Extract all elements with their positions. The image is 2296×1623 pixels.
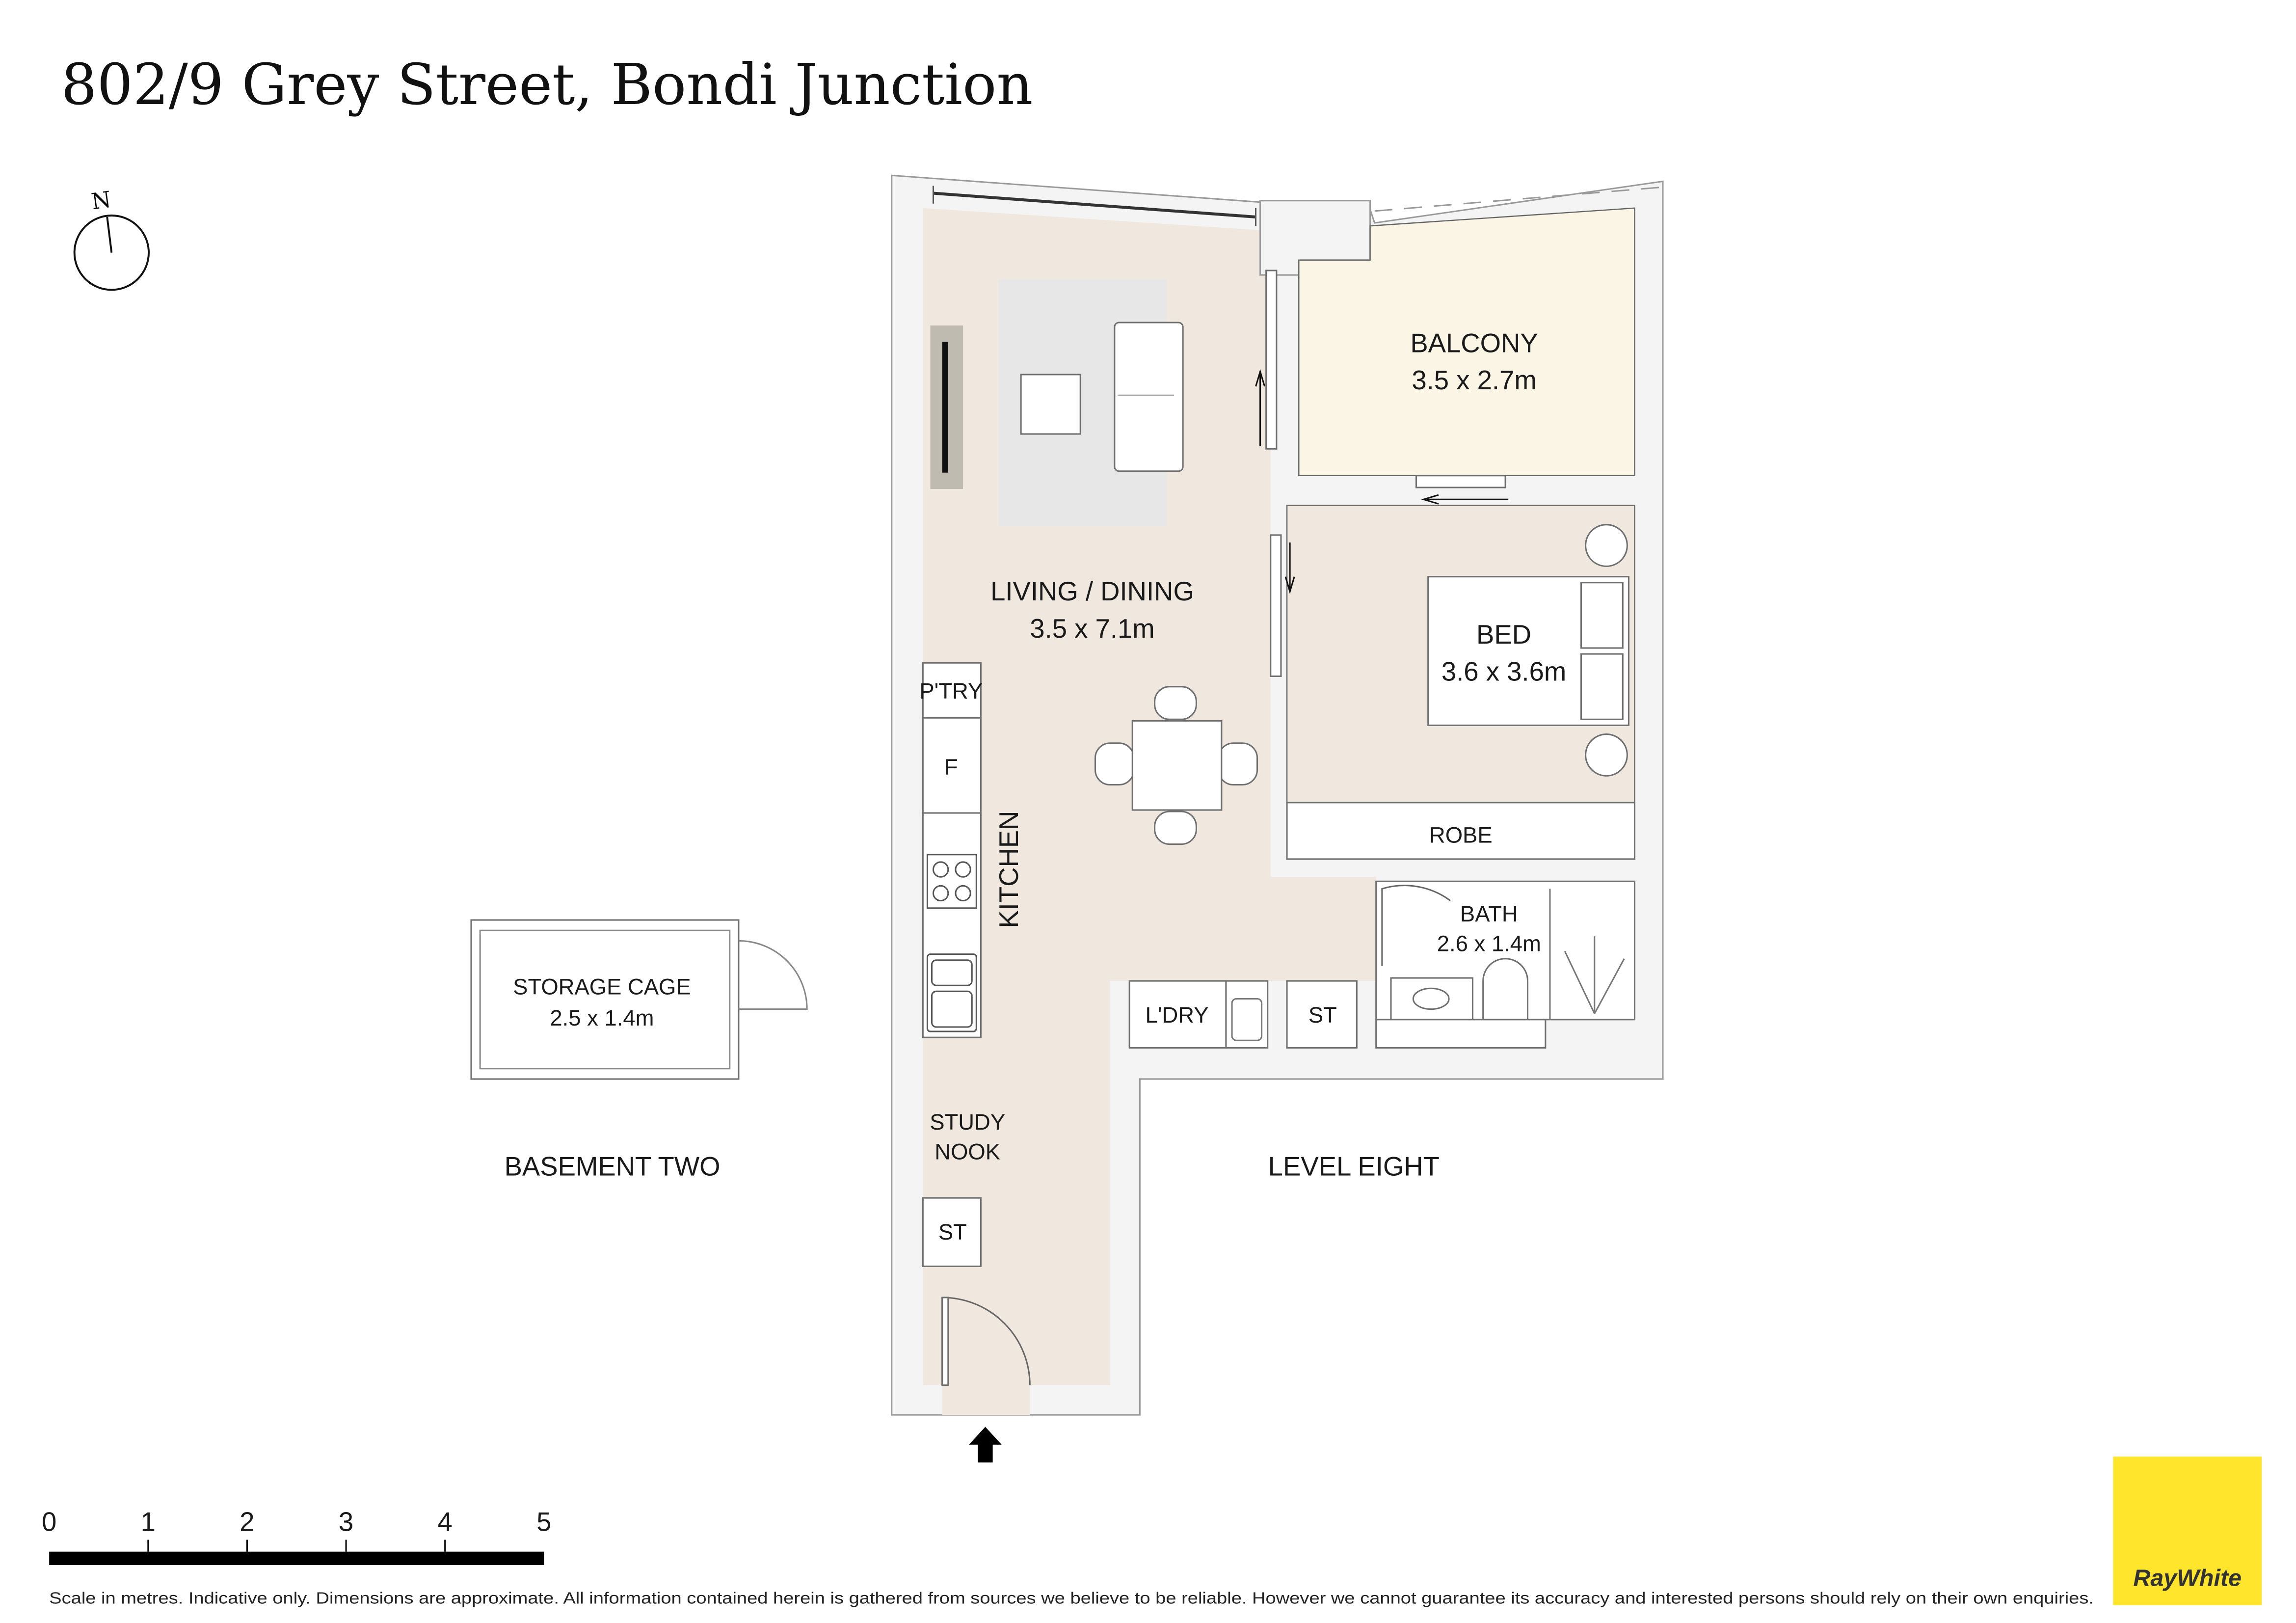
balcony-label: BALCONY [1410, 328, 1538, 358]
bedroom-balcony-door[interactable] [1415, 475, 1506, 488]
laundry-label: L'DRY [1146, 1002, 1209, 1028]
scale-bar: 0 1 2 3 4 5 [42, 1507, 551, 1565]
pantry [922, 662, 982, 719]
store-label-2: ST [1308, 1002, 1337, 1028]
logo-text: RayWhite [2133, 1565, 2242, 1591]
living-label: LIVING / DINING [990, 576, 1194, 606]
laundry [1128, 980, 1227, 1049]
balcony-sliding-door[interactable] [1265, 270, 1278, 450]
fridge [922, 717, 982, 814]
page-title: 802/9 Grey Street, Bondi Junction [61, 52, 1033, 118]
bedside-table [1585, 733, 1628, 777]
robe [1286, 802, 1636, 860]
compass-label: N [90, 186, 113, 215]
disclaimer: Scale in metres. Indicative only. Dimens… [49, 1590, 2094, 1608]
scale-tick-label: 5 [536, 1507, 551, 1537]
study-nook-label: STUDY [930, 1109, 1005, 1135]
raywhite-logo: RayWhite [2113, 1456, 2262, 1605]
balcony-dims: 3.5 x 2.7m [1412, 365, 1536, 395]
scale-tick-label: 1 [141, 1507, 156, 1537]
bed-dims: 3.6 x 3.6m [1442, 657, 1566, 687]
storage-cupboard-2 [1286, 980, 1358, 1049]
storage-cage-label: STORAGE CAGE [513, 974, 691, 999]
bath-label: BATH [1460, 901, 1518, 926]
bath-dims: 2.6 x 1.4m [1437, 931, 1541, 956]
bedroom-door[interactable] [1270, 534, 1282, 677]
scale-tick-label: 4 [438, 1507, 453, 1537]
north-compass-icon: N [73, 186, 150, 291]
study-nook-label-2: NOOK [934, 1139, 1000, 1164]
sink-icon [926, 953, 977, 1032]
living-dims: 3.5 x 7.1m [1030, 614, 1154, 644]
cooktop-icon [926, 854, 977, 909]
bedside-table [1585, 524, 1628, 567]
shower-icon [1549, 889, 1625, 1020]
store-label: ST [938, 1219, 967, 1244]
bed-label: BED [1476, 620, 1531, 649]
coffee-table [1020, 374, 1081, 435]
scale-tick-label: 0 [42, 1507, 56, 1537]
balcony-floor [1298, 207, 1635, 477]
entry-arrow-icon [969, 1427, 1002, 1463]
basement-level-label: BASEMENT TWO [505, 1152, 721, 1182]
laundry-tub [1225, 980, 1269, 1049]
kitchen-label: KITCHEN [994, 811, 1024, 928]
storage-cage-dims: 2.5 x 1.4m [550, 1005, 654, 1030]
entry-door[interactable] [941, 1297, 1031, 1415]
scale-tick-label: 3 [339, 1507, 353, 1537]
dining-table [1095, 686, 1258, 845]
sofa [1114, 322, 1184, 472]
storage-cage: STORAGE CAGE 2.5 x 1.4m [470, 919, 808, 1080]
level-eight-label: LEVEL EIGHT [1268, 1152, 1440, 1182]
storage-cupboard [922, 1197, 982, 1267]
pantry-label: P'TRY [919, 678, 983, 703]
robe-label: ROBE [1429, 823, 1493, 848]
scale-tick-label: 2 [240, 1507, 254, 1537]
fridge-label: F [944, 754, 958, 779]
